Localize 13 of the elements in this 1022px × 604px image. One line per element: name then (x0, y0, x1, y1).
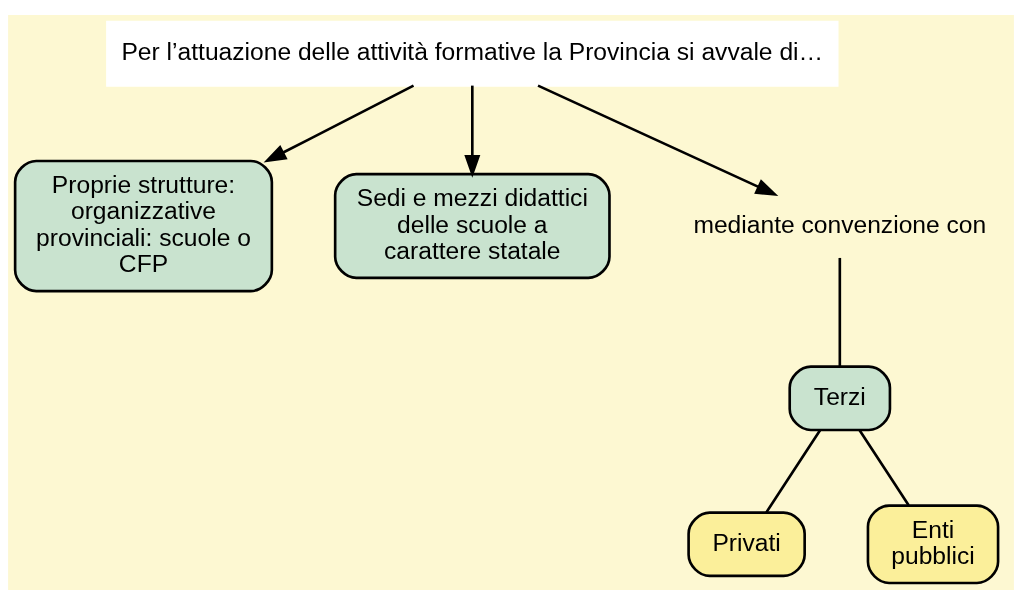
arrow (537, 83, 779, 196)
node-box: Proprie strutture: organizzative provinciali: scuole o CFP (13, 159, 274, 292)
node-box: Terzi (788, 364, 892, 431)
node-box: Per l’attuazione delle attività formative la Provincia si avvale di… (106, 20, 839, 87)
node-box: Privati (687, 510, 806, 577)
node-box: Enti pubblici (866, 503, 1000, 584)
node-box: Sedi e mezzi didattici delle scuole a carattere statale (333, 172, 611, 279)
connector (858, 429, 910, 506)
connector (765, 429, 822, 513)
node-text: mediante convenzione con (693, 210, 987, 238)
arrow (464, 85, 481, 178)
arrow (263, 83, 415, 163)
connector (838, 257, 842, 367)
